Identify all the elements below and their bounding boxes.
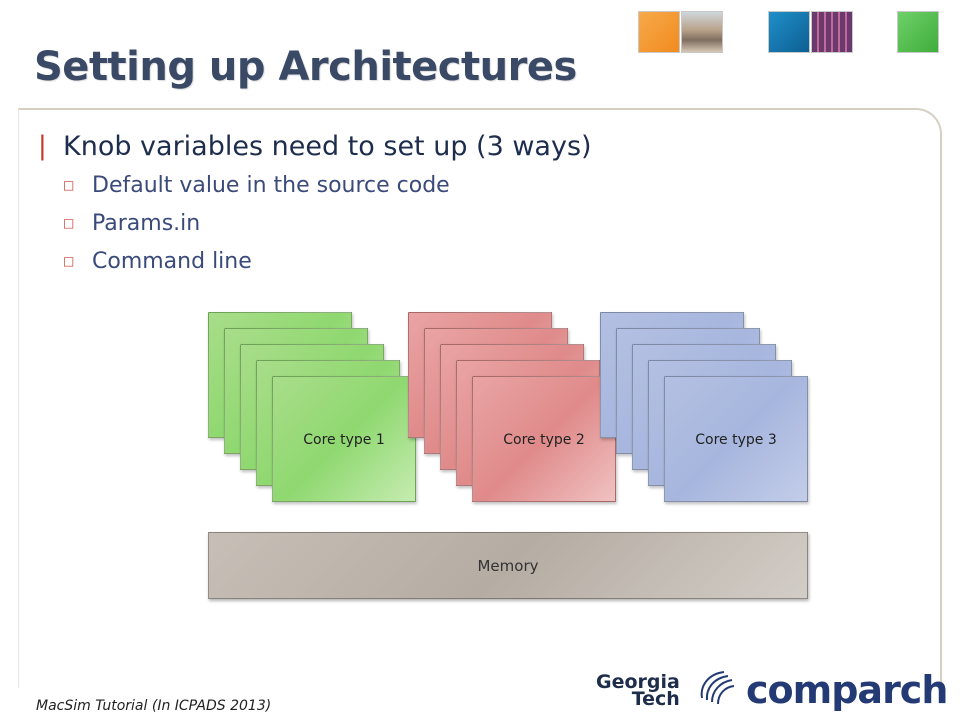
bullet-item: | Knob variables need to set up (3 ways) [38, 126, 918, 166]
core-card-front: Core type 3 [664, 376, 808, 502]
circuit-photo-thumbnail [811, 11, 853, 53]
sub-bullet-item: □ Params.in [63, 204, 918, 242]
green-thumbnail [897, 11, 939, 53]
header-thumbnails [0, 11, 960, 55]
core-type-label: Core type 2 [503, 432, 585, 448]
square-bullet-icon: □ [63, 178, 75, 192]
core-card-front: Core type 1 [272, 376, 416, 502]
blue-thumbnail [768, 11, 810, 53]
sub-bullet-text: Command line [92, 248, 252, 274]
slide-frame [18, 108, 942, 688]
footer-logos: Georgia Tech comparch [590, 664, 948, 714]
bullet-bar-icon: | [38, 131, 47, 161]
sub-bullet-text: Params.in [92, 210, 201, 236]
georgia-tech-logo-line: Georgia [596, 671, 680, 693]
square-bullet-icon: □ [63, 254, 75, 268]
sub-bullet-item: □ Default value in the source code [63, 166, 918, 204]
core-card-front: Core type 2 [472, 376, 616, 502]
sub-bullet-item: □ Command line [63, 242, 918, 280]
core-type-label: Core type 3 [695, 432, 777, 448]
footer-text: MacSim Tutorial (In ICPADS 2013) [36, 698, 272, 714]
orange-thumbnail [638, 11, 680, 53]
bullet-list: | Knob variables need to set up (3 ways)… [38, 126, 918, 280]
bullet-text: Knob variables need to set up (3 ways) [63, 130, 592, 162]
core-type-label: Core type 1 [303, 432, 385, 448]
comparch-logo: comparch [746, 668, 948, 712]
memory-label: Memory [477, 557, 539, 575]
campus-photo-thumbnail [681, 11, 723, 53]
square-bullet-icon: □ [63, 216, 75, 230]
sub-bullet-text: Default value in the source code [92, 172, 450, 198]
page-title: Setting up Architectures [34, 44, 577, 90]
memory-block: Memory [208, 532, 808, 599]
georgia-tech-logo-line: Tech [631, 688, 680, 710]
georgia-tech-logo: Georgia Tech [596, 671, 680, 710]
comparch-swirl-icon [700, 671, 735, 705]
